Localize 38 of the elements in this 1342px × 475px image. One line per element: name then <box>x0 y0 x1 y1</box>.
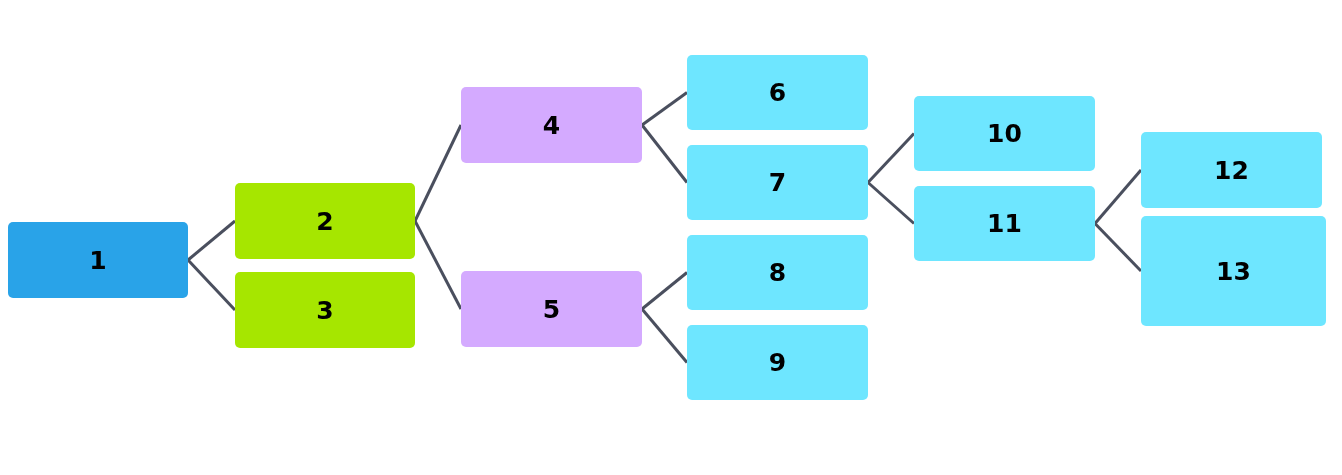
process-box <box>687 235 868 310</box>
connector-line <box>641 271 688 311</box>
connector-line <box>640 308 689 364</box>
node-label: 12 <box>1214 155 1249 185</box>
process-box <box>687 55 868 130</box>
process-box <box>461 271 642 347</box>
node-label: 3 <box>316 295 334 325</box>
connector-line <box>867 181 915 225</box>
process-box <box>1141 132 1322 208</box>
connector-line <box>1093 222 1143 273</box>
node-label: 7 <box>768 168 787 197</box>
connector-line <box>1093 169 1143 225</box>
process-box <box>914 186 1095 261</box>
node-label: 10 <box>987 119 1022 148</box>
node-label: 8 <box>768 258 787 287</box>
node-label: 9 <box>768 348 787 377</box>
node-label: 1 <box>89 245 107 275</box>
node-label: 6 <box>768 78 787 107</box>
process-box <box>687 325 868 400</box>
connector-line <box>186 258 237 312</box>
process-box <box>461 87 642 163</box>
connector-line <box>866 132 916 184</box>
node-label: 13 <box>1216 256 1251 286</box>
connector-line <box>187 219 236 262</box>
node-label: 11 <box>987 209 1022 238</box>
connector-line <box>641 91 688 127</box>
process-box <box>1141 216 1326 326</box>
connector-line <box>413 124 463 222</box>
node-label: 4 <box>542 110 561 140</box>
node-label: 2 <box>316 206 334 236</box>
process-box <box>8 222 188 298</box>
connector-line <box>413 220 463 310</box>
node-label: 5 <box>542 294 561 324</box>
process-box <box>687 145 868 220</box>
process-box <box>235 183 415 259</box>
connector-line <box>640 124 689 184</box>
process-box <box>914 96 1095 171</box>
process-box <box>235 272 415 348</box>
